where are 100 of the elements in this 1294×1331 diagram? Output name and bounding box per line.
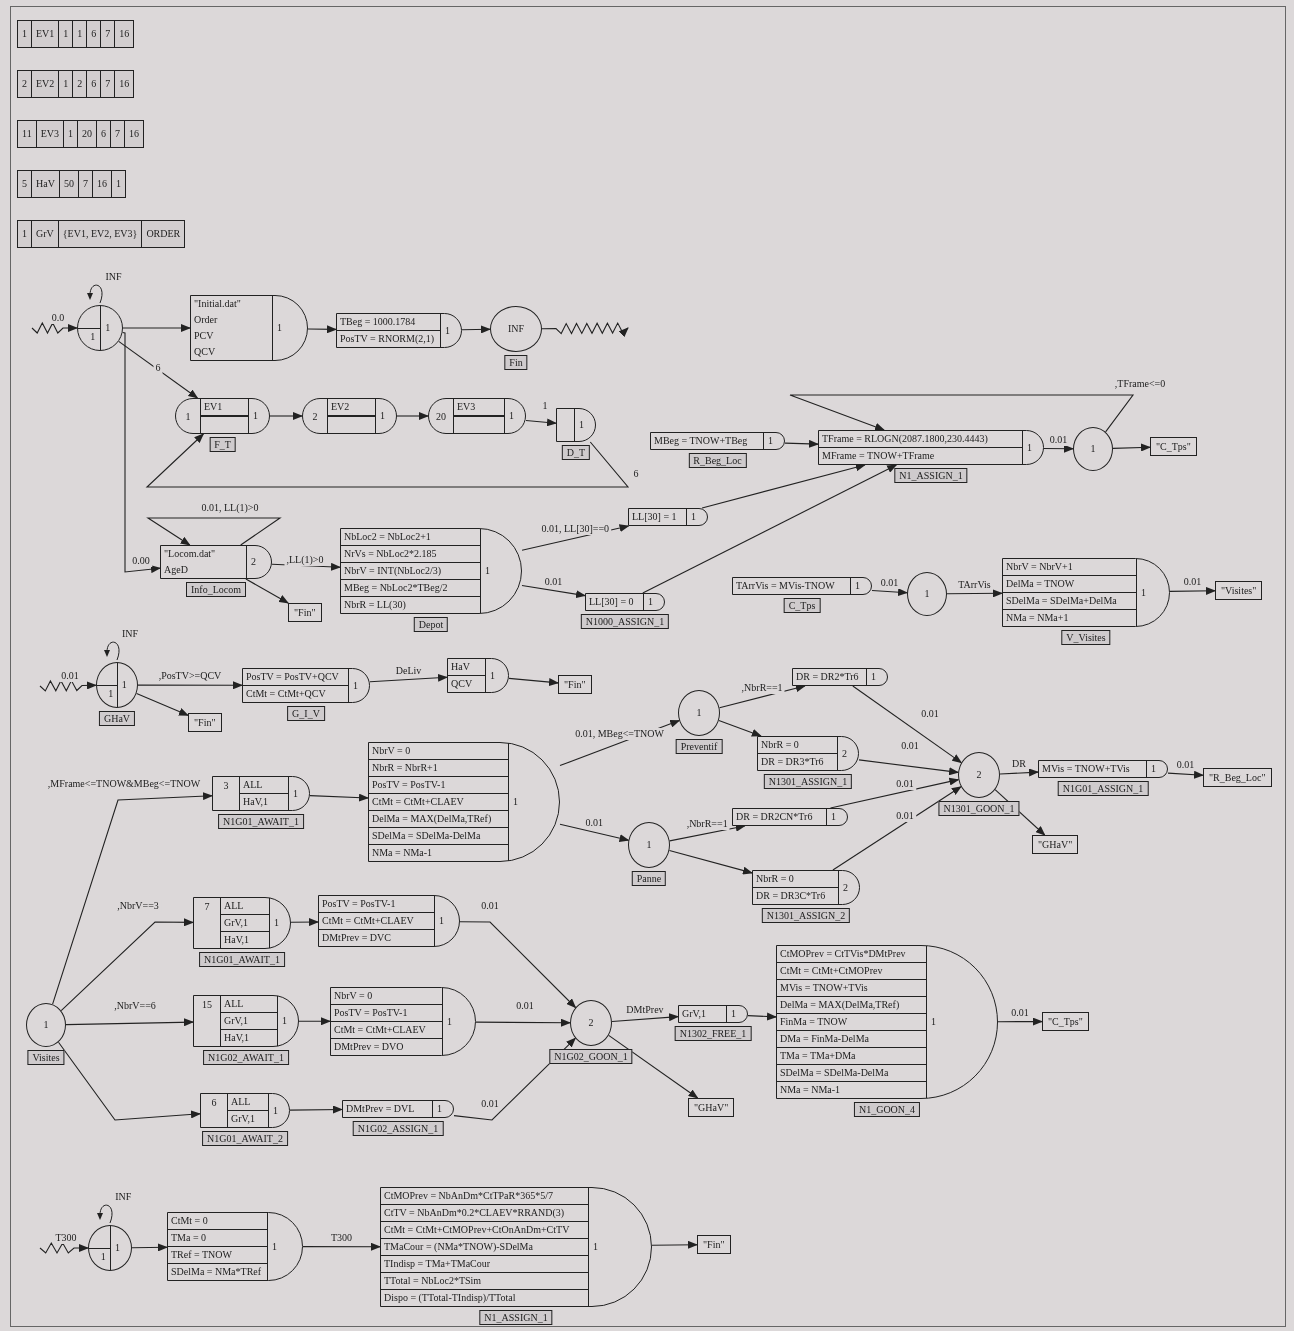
node-value: 1 [924,587,930,601]
branch-count: 1 [273,1103,278,1118]
node-name-tag: Visites [27,1050,65,1065]
node-name-tag: N1_ASSIGN_1 [479,1310,553,1325]
arrow [747,1012,777,1021]
node-name-tag: N1_ASSIGN_1 [894,468,968,483]
activity-node [792,668,888,686]
node-number: 20 [436,410,446,424]
arrow [302,1242,381,1251]
table-cell: EV3 [35,120,64,148]
arrow [541,321,629,338]
statement-cell: PosTV = PosTV-1 [369,777,508,794]
activity-node [732,577,872,595]
node-name-tag: Panne [631,871,667,886]
statement-cell: NbrR = 0 [758,737,837,754]
arrow [309,793,369,802]
arrow [718,684,806,709]
branch-count: 1 [509,409,514,423]
node-name-tag: C_Tps [783,598,821,613]
statement-cell: CtMt = CtMt+CLAEV [369,794,508,811]
edge-label: T300 [328,1231,355,1244]
statement-cell-text: DR = DR3C*Tr6 [755,889,827,903]
branch-count: 2 [842,746,847,761]
branch-count: 1 [768,434,773,448]
terminal-box: "C_Tps" [1150,437,1197,456]
edge-label: 0.01 [542,575,565,588]
repeat-label: INF [122,628,139,639]
node-name-tag: D_T [561,445,591,460]
statement-cell-text: HaV,1 [223,1031,251,1045]
statement-cell-text: GrV,1 [230,1112,256,1126]
activity-node [628,508,708,526]
node-name-tag: N1301_ASSIGN_1 [763,774,853,789]
statement-cell: NbrR = NbrR+1 [369,760,508,777]
edge-label: 0.01, LL[30]==0 [539,523,612,536]
edge-label: 0.0 [49,312,67,324]
repeat-label: INF [115,1191,132,1202]
statement-cell: GrV,1 [221,915,269,932]
node-name-tag: N1G02_GOON_1 [549,1049,633,1064]
statement-cell: TBeg = 1000.1784 [337,314,440,331]
branch-count: 1 [490,668,495,683]
node-name-tag: GHaV [98,711,136,726]
statement-cell: TIndisp = TMa+TMaCour [381,1256,588,1273]
arrow [145,433,630,488]
node-number: 3 [223,779,229,793]
activity-node [368,742,560,862]
table-cell: 20 [77,120,97,148]
arrow [784,439,819,448]
branch-count: 1 [579,418,584,432]
edge-label: 0.01 [919,708,941,720]
terminal-box: "Fin" [188,713,222,732]
statement-cell-text: SDelMa = NMa*TRef [170,1265,263,1279]
edge-label: 6 [153,362,163,374]
arrow [852,685,963,764]
event-circle [958,752,1000,798]
arrow [871,588,908,597]
arrow [131,1243,168,1252]
edge-label: 0.01 [894,778,916,790]
table-cell: 50 [58,170,79,198]
statement-cell: NrVs = NbLoc2*2.185 [341,546,480,563]
edge-label: 0.01 [899,740,921,752]
statement-cell: ALL [221,996,277,1013]
table-cell: 16 [124,120,144,148]
event-circle [1073,427,1113,471]
activity-node [167,1212,303,1281]
statement-cell-text: DR = DR2*Tr6 [795,670,860,684]
statement-cell-text: TArrVis = MVis-TNOW [735,579,836,593]
edge-label: 0.00 [130,555,152,567]
node-number: 7 [204,900,210,914]
branch-count: 1 [485,564,490,578]
statement-cell-text: HaV,1 [223,933,251,947]
edge-label: ,PosTV>=QCV [156,670,224,683]
arrow [608,1034,699,1099]
statement-cell: NbrV = INT(NbLoc2/3) [341,563,480,580]
statement-cell-text: MVis = TNOW+TVis [1041,762,1131,776]
edge-label: 0.01 [1047,433,1070,446]
statement-cell: TTotal = NbLoc2*TSim [381,1273,588,1290]
branch-count: 1 [447,1014,452,1029]
terminal-box: "R_Beg_Loc" [1203,768,1272,787]
statement-cell: CtMt = CtMt+CtMOPrev [777,963,926,980]
edge-label: 0.01 [59,670,81,682]
statement-cell: ALL [228,1094,268,1111]
edge-label: ,TFrame<=0 [1112,378,1168,390]
branch-count: 1 [353,678,358,693]
statement-cell-text: DMtPrev = DVL [345,1102,416,1116]
statement-cell: CtTV = NbAnDm*0.2*CLAEV*RRAND(3) [381,1205,588,1222]
branch-count: 1 [445,323,450,338]
table-cell: ORDER [141,220,186,248]
create-node [77,305,123,351]
terminal-box: "Fin" [697,1235,731,1254]
arrow [461,325,491,334]
activity-node [380,1187,652,1307]
branch-count: 1 [931,1015,936,1029]
node-name-tag: Info_Locom [186,582,246,597]
node-name-tag: V_Visites [1061,630,1111,645]
node-value: 1 [100,1250,106,1263]
repeat-label: INF [105,271,122,282]
arrow [39,1241,89,1255]
statement-cell-text: DR = DR3*Tr6 [760,755,825,769]
statement-cell: SDelMa = SDelMa-DelMa [777,1065,926,1082]
statement-cell: DelMa = MAX(DelMa,TRef) [777,997,926,1014]
